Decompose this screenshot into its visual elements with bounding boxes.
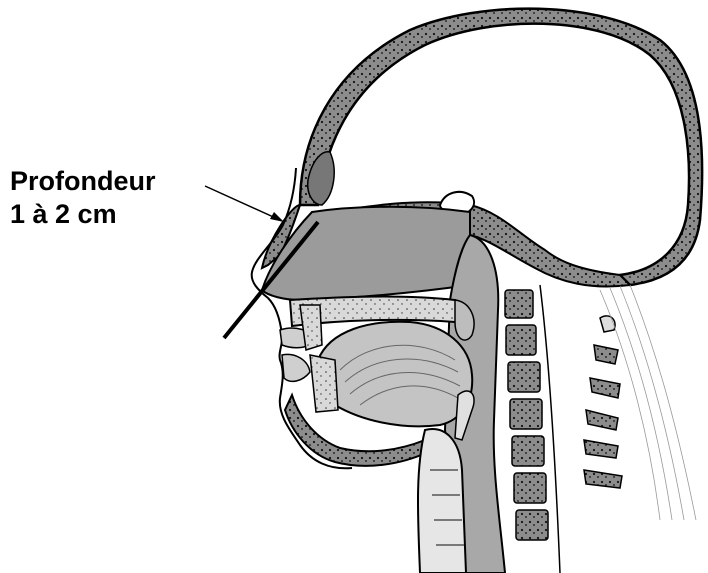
cervical-spine [505,290,548,540]
spinous-processes [584,316,622,488]
larynx [418,429,466,573]
annotation-arrow [205,186,284,222]
lower-teeth [310,355,338,412]
lower-lip [282,354,310,381]
